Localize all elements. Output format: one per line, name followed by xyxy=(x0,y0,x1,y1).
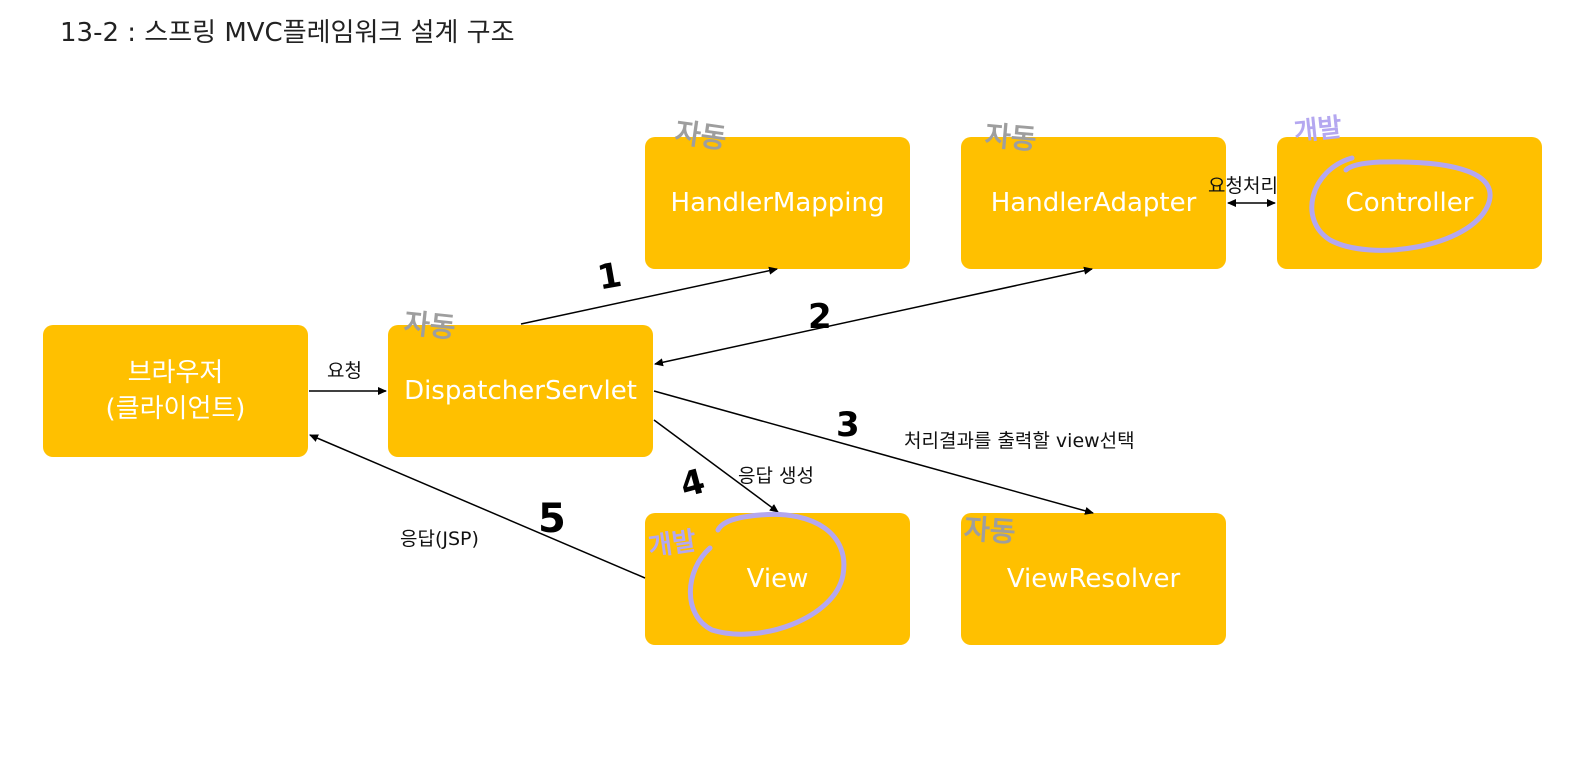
step3-label: 3 xyxy=(836,405,860,445)
controller-box: Controller xyxy=(1277,137,1542,269)
edge-label-response-jsp: 응답(JSP) xyxy=(400,528,479,550)
step2-label: 2 xyxy=(808,297,832,337)
step5-label: 5 xyxy=(538,496,566,542)
auto-annotation-view-resolver: 자동 xyxy=(963,512,1017,549)
handler-mapping-box: HandlerMapping xyxy=(645,137,910,269)
arrow-step1 xyxy=(520,266,778,325)
auto-annotation-handler-mapping: 자동 xyxy=(673,116,729,156)
edge-label-create-response: 응답 생성 xyxy=(738,465,814,487)
controller-circle xyxy=(1309,155,1493,253)
page-title: 13-2 : 스프링 MVC플레임워크 설계 구조 xyxy=(60,18,515,48)
edge-label-request-process: 요청처리 xyxy=(1208,175,1278,197)
handler-adapter-box: HandlerAdapter xyxy=(961,137,1226,269)
view-box: View xyxy=(645,513,910,645)
view-circle xyxy=(688,511,847,637)
step1-label: 1 xyxy=(595,255,625,299)
arrow-step2 xyxy=(654,266,1093,367)
browser-box: 브라우저 (클라이언트) xyxy=(43,325,308,457)
view-resolver-box: ViewResolver xyxy=(961,513,1226,645)
dispatcher-servlet-box: DispatcherServlet xyxy=(388,325,653,457)
edge-label-request: 요청 xyxy=(327,360,362,382)
dev-annotation-controller: 개발 xyxy=(1293,113,1344,148)
arrow-step5 xyxy=(309,434,646,579)
auto-annotation-dispatcher: 자동 xyxy=(402,306,457,344)
auto-annotation-handler-adapter: 자동 xyxy=(984,119,1038,156)
arrow-step4 xyxy=(653,419,779,513)
step4-label: 4 xyxy=(676,461,709,506)
edge-label-view-select: 처리결과를 출력할 view선택 xyxy=(904,430,1135,452)
arrow-step3 xyxy=(653,390,1094,515)
dev-annotation-view: 개발 xyxy=(646,526,698,562)
